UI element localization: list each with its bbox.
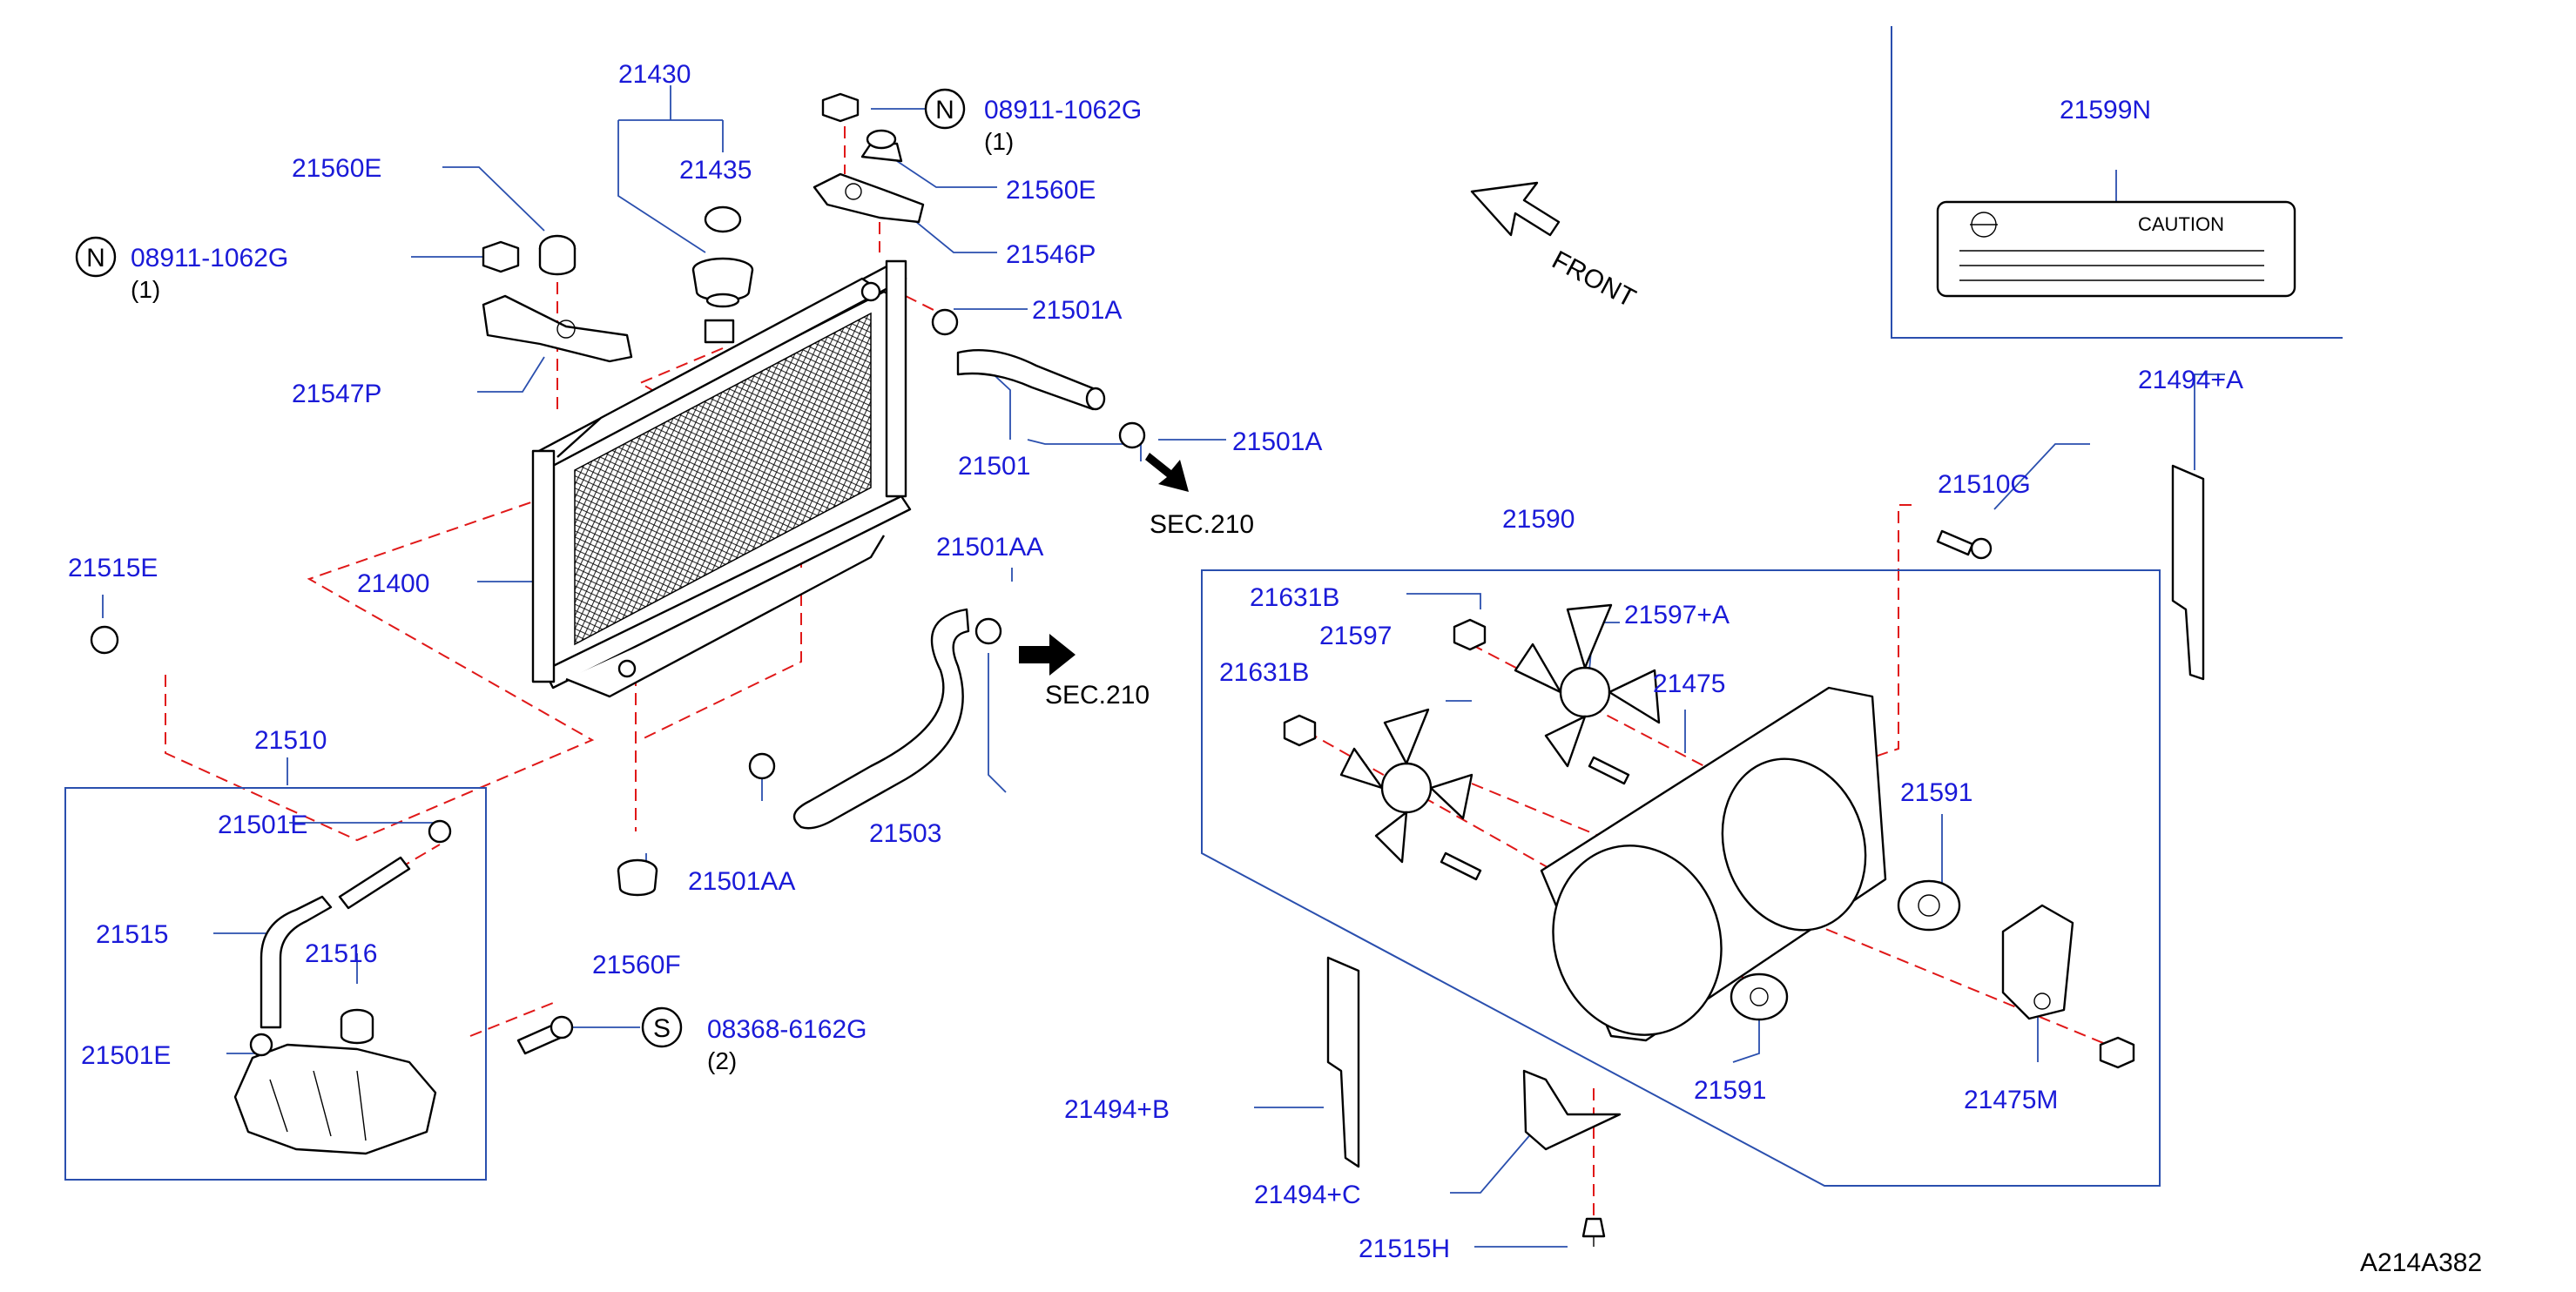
label-21599N: 21599N	[2060, 96, 2151, 124]
reservoir-tank	[233, 1008, 437, 1155]
sec-arrow-lower	[1019, 634, 1076, 676]
label-21631B-lower: 21631B	[1219, 658, 1309, 687]
radiator	[531, 259, 912, 698]
s-symbol: S	[641, 1006, 683, 1048]
overflow-hose	[249, 819, 452, 1057]
fan-shroud	[1540, 686, 1887, 1042]
fan-group-box	[1201, 569, 2161, 1187]
label-21560F: 21560F	[592, 951, 681, 979]
label-21546P: 21546P	[1006, 240, 1096, 269]
mount-bracket-left	[482, 234, 633, 363]
label-21510G: 21510G	[1938, 470, 2031, 499]
label-08911-left: 08911-1062G	[131, 244, 288, 273]
reservoir-bolt	[516, 1015, 574, 1055]
mount-bracket-right	[813, 129, 925, 224]
sec-210-upper: SEC.210	[1150, 510, 1254, 539]
label-21597: 21597	[1319, 622, 1392, 650]
label-21501: 21501	[958, 452, 1030, 481]
label-21597A: 21597+A	[1624, 601, 1730, 629]
label-21400: 21400	[357, 569, 429, 598]
label-21515H: 21515H	[1359, 1235, 1450, 1263]
motor-cover	[2001, 904, 2074, 1020]
front-arrow	[1470, 181, 1561, 237]
label-08368: 08368-6162G	[707, 1015, 867, 1044]
label-21501AA-lower: 21501AA	[688, 867, 795, 896]
label-21501E-upper: 21501E	[218, 811, 307, 839]
shroud-bolt-1	[1588, 756, 1630, 785]
label-21435: 21435	[679, 156, 752, 185]
label-21591-right: 21591	[1900, 778, 1972, 807]
shroud-bolt-2	[1440, 851, 1482, 881]
label-21494C: 21494+C	[1254, 1181, 1361, 1209]
motor-cover-nut	[2099, 1036, 2135, 1069]
label-21516: 21516	[305, 939, 377, 968]
qty-08911-upper: (1)	[984, 128, 1014, 155]
label-21475: 21475	[1653, 670, 1725, 698]
caution-text: CAUTION	[2138, 213, 2224, 235]
label-21494B: 21494+B	[1064, 1095, 1170, 1124]
label-21503: 21503	[869, 819, 941, 848]
qty-08911-left: (1)	[131, 276, 160, 303]
label-21494A: 21494+A	[2138, 366, 2243, 394]
label-group-box	[1891, 26, 2343, 339]
seal-21494A	[2171, 464, 2205, 681]
fan-blade-21597A	[1514, 603, 1661, 768]
label-21501A-lower: 21501A	[1232, 427, 1322, 456]
caution-label	[1936, 200, 2296, 298]
shroud-bolt-21510G	[1936, 529, 1993, 560]
group-boxes	[64, 26, 2343, 1187]
label-21560E-left: 21560E	[292, 154, 381, 183]
label-21547P: 21547P	[292, 380, 381, 408]
svg-text:S: S	[653, 1014, 671, 1043]
radiator-cap	[691, 257, 754, 308]
diagram-id: A214A382	[2360, 1248, 2482, 1277]
label-21631B-upper: 21631B	[1250, 583, 1339, 612]
qty-08368: (2)	[707, 1047, 737, 1074]
label-21430: 21430	[618, 60, 691, 89]
seal-21494C	[1522, 1069, 1622, 1151]
label-21515E: 21515E	[68, 554, 158, 582]
seal-21494B	[1326, 956, 1360, 1168]
lower-hose	[748, 608, 1002, 830]
label-21475M: 21475M	[1964, 1086, 2058, 1114]
fan-blade-21597	[1339, 708, 1473, 864]
label-21591-left: 21591	[1694, 1076, 1766, 1105]
svg-text:N: N	[935, 96, 954, 124]
nut-left	[482, 240, 520, 273]
lower-mount-insulator	[617, 858, 658, 897]
leader-lines	[102, 85, 2225, 1248]
label-21501AA-upper: 21501AA	[936, 533, 1043, 562]
sec-210-lower: SEC.210	[1045, 681, 1150, 710]
reservoir-group-box	[64, 787, 487, 1181]
label-21501A-upper: 21501A	[1032, 296, 1122, 325]
svg-text:N: N	[86, 244, 105, 273]
fan-nut-lower	[1283, 714, 1317, 747]
label-21510: 21510	[254, 726, 327, 755]
label-21501E-lower: 21501E	[81, 1041, 171, 1070]
nut-right	[821, 92, 860, 123]
front-label: FRONT	[1548, 246, 1641, 313]
label-21590: 21590	[1502, 505, 1575, 534]
label-21515: 21515	[96, 920, 168, 949]
part-labels: 21430 21435 21560E 21560E 08911-1062G (1…	[68, 60, 2482, 1277]
fan-nut-upper	[1453, 618, 1487, 651]
label-21560E-right: 21560E	[1006, 176, 1096, 205]
n-symbol-upper: N	[924, 88, 966, 130]
fan-motor-left	[1730, 972, 1789, 1021]
sec-arrow-upper	[1145, 453, 1189, 492]
dashed-assembly-lines	[165, 126, 2108, 1219]
n-symbol-left: N	[75, 236, 117, 278]
fan-motor-right	[1897, 879, 1961, 932]
cap-seal	[704, 205, 742, 233]
clip-21515H	[1581, 1217, 1606, 1247]
hose-clip	[90, 625, 119, 655]
label-08911-upper: 08911-1062G	[984, 96, 1142, 124]
upper-hose	[931, 308, 1146, 449]
